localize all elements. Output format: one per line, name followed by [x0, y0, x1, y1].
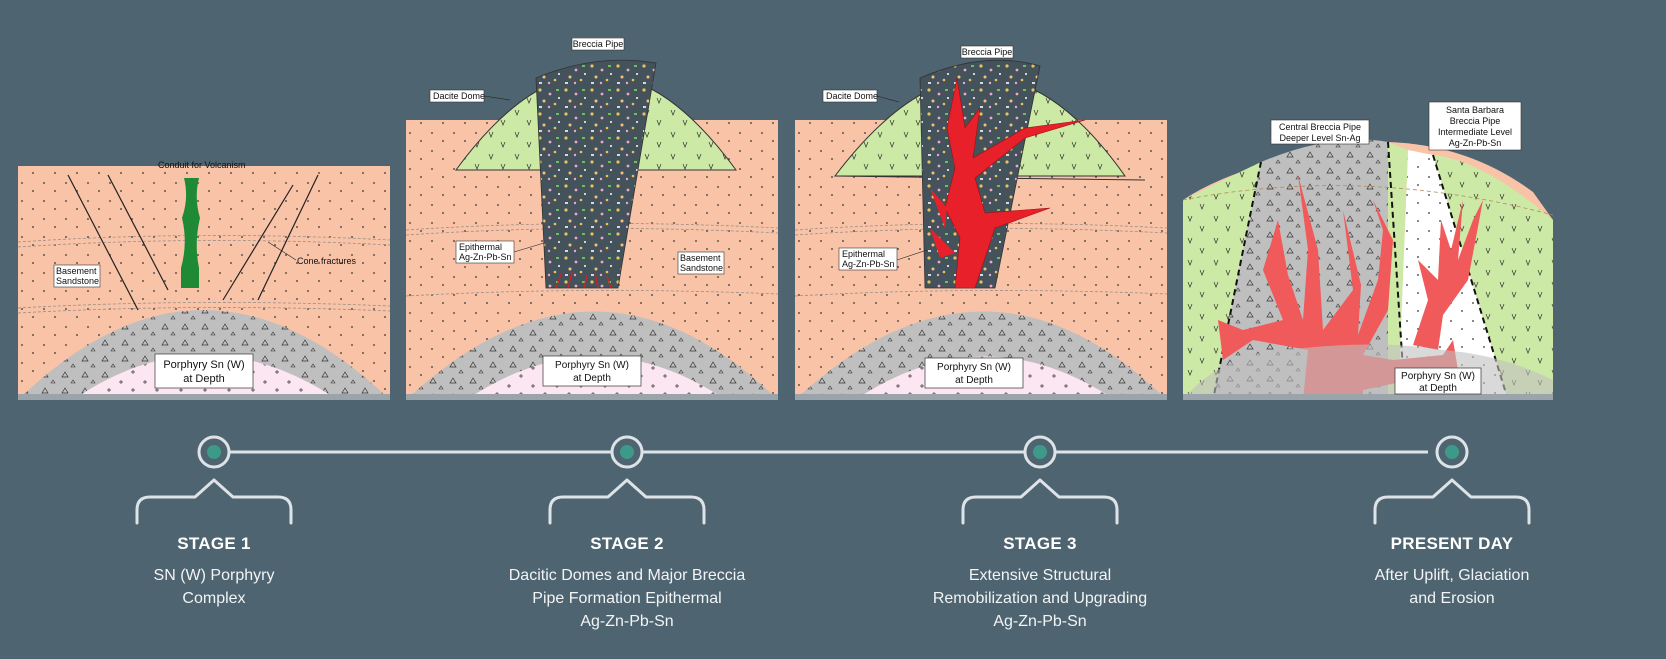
- timeline-node-4: [1435, 435, 1469, 469]
- present-title: PRESENT DAY: [1390, 534, 1514, 553]
- stage2-bracket: [548, 478, 706, 525]
- basement-label-line2: Sandstone: [680, 263, 723, 273]
- stage3-desc-line2: Remobilization and Upgrading: [932, 590, 1148, 607]
- epithermal-label-line2: Ag-Zn-Pb-Sn: [459, 252, 512, 262]
- cone-fractures-label: Cone fractures: [297, 256, 357, 266]
- porphyry-label-line2: at Depth: [1419, 383, 1457, 394]
- stage1-desc-line2: Complex: [182, 590, 246, 607]
- stage3-diagram: Breccia Pipe Dacite Dome Epithermal Ag-Z…: [795, 38, 1167, 400]
- stage2-title: STAGE 2: [590, 534, 664, 553]
- present-day-diagram: Central Breccia Pipe Deeper Level Sn-Ag …: [1183, 100, 1553, 400]
- dacite-dome-label: Dacite Dome: [433, 91, 485, 101]
- basement-label-line1: Basement: [56, 266, 97, 276]
- stage1-desc-line1: SN (W) Porphyry: [153, 567, 275, 584]
- present-desc-line1: After Uplift, Glaciation: [1374, 567, 1530, 584]
- stage1-bracket: [135, 478, 293, 525]
- timeline-node-3: [1023, 435, 1057, 469]
- porphyry-label-line1: Porphyry Sn (W): [1401, 371, 1475, 382]
- epithermal-label-line2: Ag-Zn-Pb-Sn: [842, 259, 895, 269]
- timeline-node-2: [610, 435, 644, 469]
- central-breccia-label-line2: Deeper Level Sn-Ag: [1279, 133, 1360, 143]
- dacite-dome-label: Dacite Dome: [826, 91, 878, 101]
- porphyry-label-line1: Porphyry Sn (W): [555, 360, 629, 371]
- stage2-diagram: Breccia Pipe Dacite Dome Epithermal Ag-Z…: [406, 38, 778, 400]
- porphyry-label-line2: at Depth: [183, 373, 225, 385]
- epithermal-label-line1: Epithermal: [459, 242, 502, 252]
- porphyry-label-line1: Porphyry Sn (W): [937, 362, 1011, 373]
- present-caption: PRESENT DAY After Uplift, Glaciation and …: [1302, 534, 1602, 610]
- stage2-desc-line3: Ag-Zn-Pb-Sn: [580, 613, 674, 630]
- breccia-pipe-label: Breccia Pipe: [573, 39, 624, 49]
- breccia-pipe-label: Breccia Pipe: [962, 47, 1013, 57]
- stage3-title: STAGE 3: [1003, 534, 1077, 553]
- santa-barbara-label-line2: Breccia Pipe: [1450, 116, 1501, 126]
- stage3-desc-line1: Extensive Structural: [968, 567, 1112, 584]
- stage2-desc-line2: Pipe Formation Epithermal: [532, 590, 722, 607]
- santa-barbara-label-line3: Intermediate Level: [1438, 127, 1512, 137]
- conduit-label: Conduit for Volcanism: [158, 160, 246, 170]
- central-breccia-label-line1: Central Breccia Pipe: [1279, 122, 1361, 132]
- basement-label-line1: Basement: [680, 253, 721, 263]
- stage1-diagram: Conduit for Volcanism Cone fractures Bas…: [18, 160, 390, 400]
- porphyry-label-line1: Porphyry Sn (W): [163, 359, 244, 371]
- porphyry-label-line2: at Depth: [955, 375, 993, 386]
- stage3-bracket: [961, 478, 1119, 525]
- stage3-desc-line3: Ag-Zn-Pb-Sn: [993, 613, 1087, 630]
- epithermal-label-line1: Epithermal: [842, 249, 885, 259]
- stage2-desc-line1: Dacitic Domes and Major Breccia: [508, 567, 746, 584]
- porphyry-label-line2: at Depth: [573, 373, 611, 384]
- basement-label-line2: Sandstone: [56, 276, 99, 286]
- present-desc-line2: and Erosion: [1409, 590, 1495, 607]
- santa-barbara-label-line4: Ag-Zn-Pb-Sn: [1449, 138, 1502, 148]
- stage1-title: STAGE 1: [177, 534, 251, 553]
- present-bracket: [1373, 478, 1531, 525]
- timeline-node-1: [197, 435, 231, 469]
- santa-barbara-label-line1: Santa Barbara: [1446, 105, 1504, 115]
